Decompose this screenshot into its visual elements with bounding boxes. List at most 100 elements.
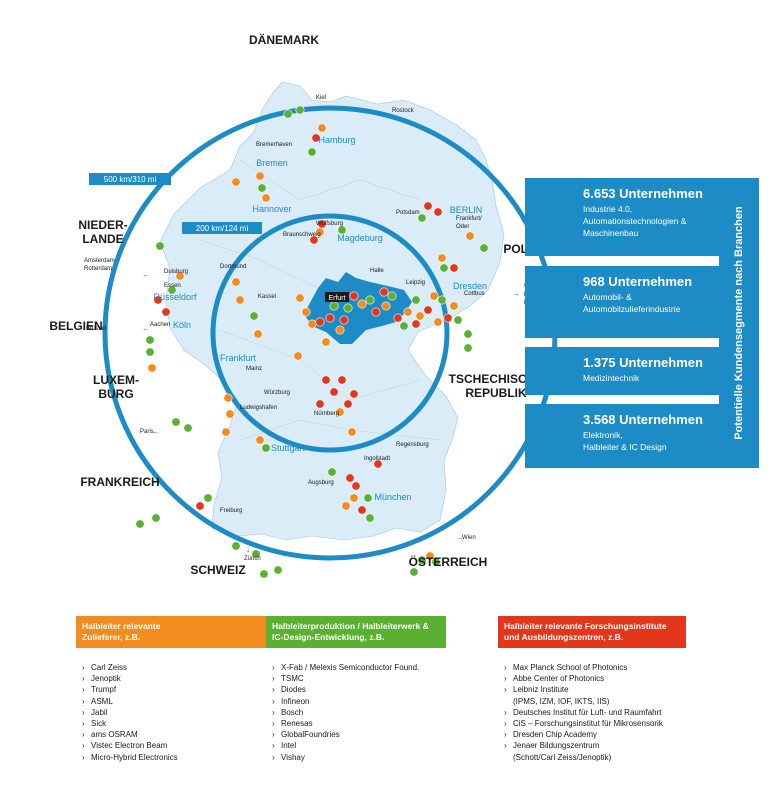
company-dot — [335, 325, 345, 335]
legend-header: Halbleiter relevante Zulieferer, z.B. — [76, 616, 272, 648]
company-dot — [225, 409, 235, 419]
arrow-icon: → — [456, 533, 464, 542]
legend-item-label: Trumpf — [91, 685, 117, 695]
legend-item-label: CiS – Forschungsinstitut für Mikrosensor… — [513, 719, 663, 729]
chevron-right-icon: › — [82, 719, 85, 729]
company-dot — [439, 263, 449, 273]
panel-title: 3.568 Unternehmen — [583, 412, 703, 427]
company-dot — [339, 315, 349, 325]
city-label: Paris — [140, 429, 154, 435]
company-dot — [465, 231, 475, 241]
legend-item: › Jenoptik — [82, 673, 272, 684]
chevron-right-icon: › — [272, 741, 275, 751]
country-label: SCHWEIZ — [190, 563, 245, 577]
panel-automobil: 968 Unternehmen Automobil- & Automobilzu… — [525, 266, 719, 338]
legend-header-line: und Ausbildungszentren, z.B. — [504, 632, 624, 642]
city-label: Wien — [462, 535, 476, 541]
legend-forschung: Halbleiter relevante Forschungsinstitute… — [498, 616, 686, 763]
chevron-right-icon: › — [82, 674, 85, 684]
panel-line: Industrie 4.0, — [583, 204, 633, 214]
country-label: BURG — [98, 387, 133, 401]
arrow-icon: → — [512, 289, 520, 298]
city-label: Oder — [456, 224, 469, 230]
big-city-label: Hamburg — [318, 135, 355, 145]
legend-item-label: Renesas — [281, 719, 313, 729]
company-dot — [371, 307, 381, 317]
city-label: Zürich — [244, 556, 261, 562]
company-dot — [235, 295, 245, 305]
chevron-right-icon: › — [504, 730, 507, 740]
legend-header-line: Halbleiter relevante — [82, 621, 161, 631]
company-dot — [253, 329, 263, 339]
legend-item: ›Max Planck School of Photonics — [504, 662, 686, 673]
chevron-right-icon: › — [82, 741, 85, 751]
company-dot — [231, 277, 241, 287]
legend-item: ›Trumpf — [82, 684, 272, 695]
legend-item: ›Diodes — [272, 684, 446, 695]
legend-item: › Vistec Electron Beam — [82, 740, 272, 751]
company-dot — [295, 293, 305, 303]
company-dot — [311, 133, 321, 143]
company-dot — [203, 493, 213, 503]
company-dot — [335, 407, 345, 417]
country-label: REPUBLIK — [465, 386, 527, 400]
legend-item-label: Jenoptik — [91, 674, 121, 684]
panel-title: 968 Unternehmen — [583, 274, 693, 289]
direction-arrows: ←←←↓→→ — [142, 270, 520, 554]
legend-item-label: X-Fab / Melexis Semiconductor Found. — [281, 663, 420, 672]
company-dot — [431, 557, 441, 567]
company-dot — [325, 313, 335, 323]
city-label: Braunschweig — [283, 232, 321, 238]
panel-line: Medizintechnik — [583, 373, 640, 383]
city-label: Kiel — [316, 95, 326, 101]
legend-item: ›Carl Zeiss — [82, 662, 272, 673]
big-city-label: Hannover — [252, 204, 291, 214]
company-dot — [321, 375, 331, 385]
arrow-icon: ↓ — [246, 545, 250, 554]
company-dot — [255, 171, 265, 181]
company-dot — [231, 177, 241, 187]
company-dot — [327, 467, 337, 477]
company-dot — [231, 541, 241, 551]
chevron-right-icon: › — [504, 674, 507, 684]
company-dot — [261, 193, 271, 203]
panel-line: Halbleiter & IC Design — [583, 442, 667, 452]
company-dot — [381, 301, 391, 311]
company-dot — [343, 399, 353, 409]
city-label: Duisburg — [164, 269, 188, 275]
panel-medizintechnik: 1.375 Unternehmen Medizintechnik — [525, 347, 719, 395]
city-label: Essen — [164, 283, 181, 289]
company-dot — [167, 285, 177, 295]
company-dot — [145, 347, 155, 357]
city-label: Augsburg — [308, 480, 334, 486]
city-label: Ludwigshafen — [240, 405, 277, 411]
legend-item-label: (IPMS, IZM, IOF, IKTS, IIS) — [513, 696, 610, 706]
company-dot — [273, 565, 283, 575]
city-label: Halle — [370, 268, 384, 274]
company-dot — [317, 123, 327, 133]
company-dot — [357, 299, 367, 309]
country-labels: DÄNEMARKNIEDER-LANDEBELGIENLUXEM-BURGFRA… — [49, 32, 544, 577]
city-label: Amsterdam — [84, 258, 115, 264]
legend-item-label: Vistec Electron Beam — [91, 741, 168, 751]
legend-item: ›Jabil — [82, 707, 272, 718]
chevron-right-icon: › — [82, 752, 85, 762]
legend-item: ›TSMC — [272, 673, 446, 684]
company-dot — [315, 399, 325, 409]
company-dot — [223, 393, 233, 403]
legend-header: Halbleiter relevante Forschungsinstitute… — [498, 616, 686, 648]
company-dot — [135, 519, 145, 529]
country-label: NIEDER- — [78, 218, 127, 232]
company-dot — [349, 389, 359, 399]
big-city-label: Bremen — [256, 158, 288, 168]
company-dot — [449, 263, 459, 273]
legend-item-label: ASML — [91, 696, 113, 706]
company-dot — [251, 549, 261, 559]
company-dot — [321, 337, 331, 347]
chevron-right-icon: › — [272, 752, 275, 762]
city-label: Ingolstadt — [364, 456, 390, 462]
legend-item-label: Micro-Hybrid Electronics — [91, 752, 178, 762]
legend-item-label: Dresden Chip Academy — [513, 730, 598, 740]
country-label: LANDE — [82, 232, 123, 246]
company-dot — [403, 307, 413, 317]
